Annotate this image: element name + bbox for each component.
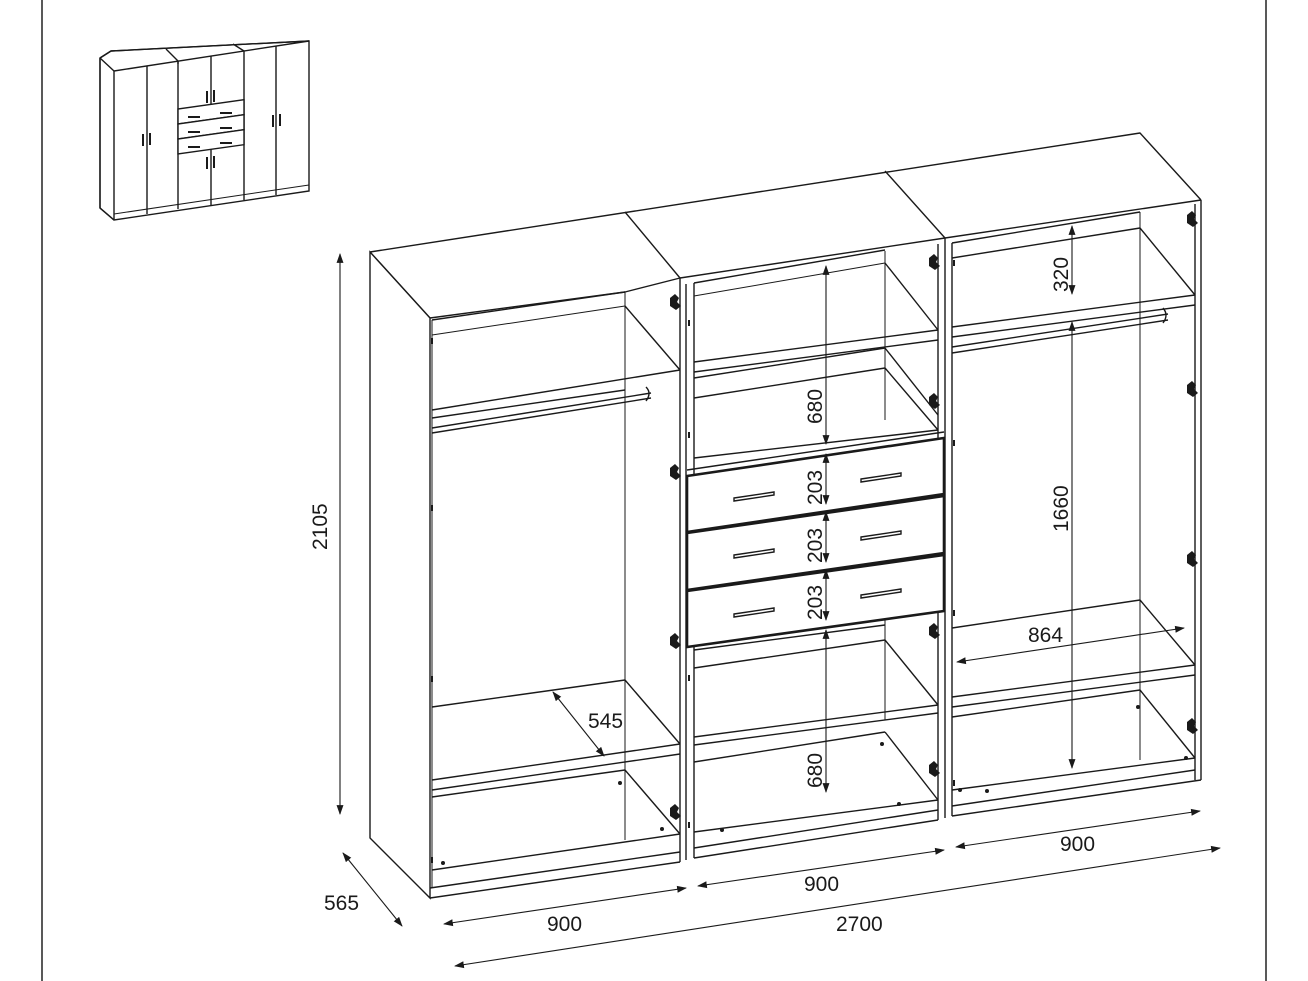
label-width-left: 900 [547,913,582,936]
label-middle-lower: 680 [804,753,827,788]
label-inner-depth-left: 545 [588,710,623,733]
label-hanging-right: 1660 [1050,485,1073,532]
label-width-total: 2700 [836,913,883,936]
label-drawer-3: 203 [804,585,827,620]
drawer-stack [685,431,946,649]
label-width-right: 900 [1060,833,1095,856]
dimension-arrow-icon [955,808,1201,850]
label-height-total: 2105 [309,503,332,550]
label-drawer-1: 203 [804,470,827,505]
hinge-icon [431,211,1198,865]
wardrobe-thumbnail-icon [99,40,310,221]
page-frame [41,0,1267,981]
dimension-arrow-icon [552,691,605,757]
label-width-middle: 900 [804,873,839,896]
wardrobe-body [369,132,1202,900]
label-top-shelf-right: 320 [1050,257,1073,292]
dimension-arrow-icon [342,852,403,927]
label-shelf-depth-right: 864 [1028,624,1063,647]
dimension-arrow-icon [454,845,1221,969]
dimension-labels: 2105 565 900 900 900 2700 320 1660 864 5… [309,257,1095,936]
label-middle-upper: 680 [804,389,827,424]
label-depth: 565 [324,892,359,915]
handle-icon [733,472,902,618]
label-drawer-2: 203 [804,528,827,563]
dimension-arrows [336,225,1221,969]
dimension-arrow-icon [956,625,1185,665]
